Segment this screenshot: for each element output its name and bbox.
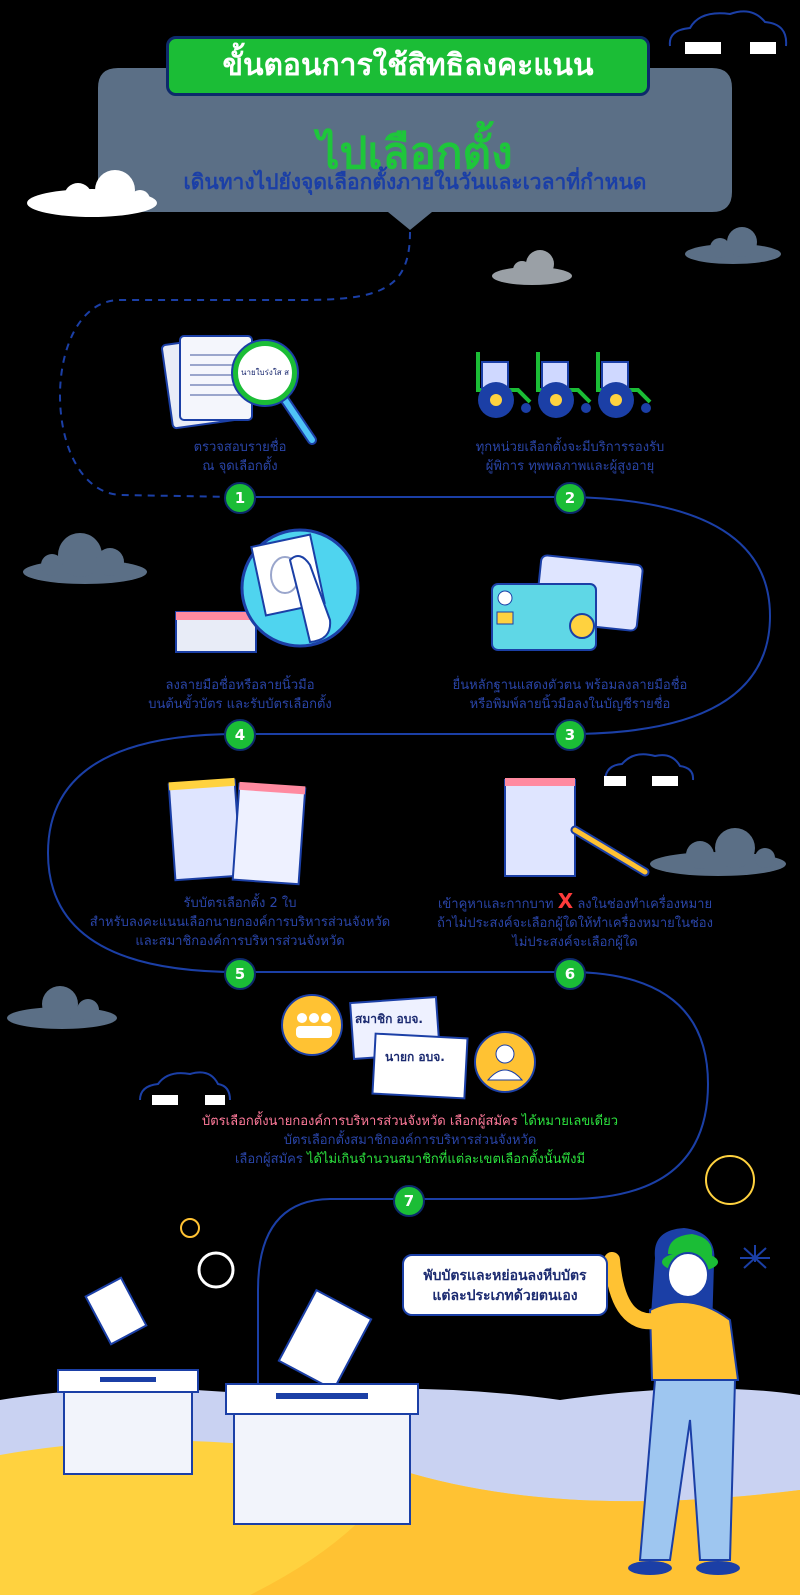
cloud-outline-icon	[139, 10, 788, 1101]
page-title: ขั้นตอนการใช้สิทธิลงคะแนน	[166, 36, 650, 96]
step-6-line: ถ้าไม่ประสงค์จะเลือกผู้ใดให้ทำเครื่องหมา…	[437, 916, 713, 931]
step-2-number: 2	[554, 482, 586, 514]
step-2-line: ผู้พิการ ทุพพลภาพและผู้สูงอายุ	[485, 459, 655, 474]
ballot-box-icon	[225, 1288, 419, 1525]
step-6-line-1: เข้าคูหาและกากบาท X ลงในช่องทำเครื่องหมา…	[410, 889, 740, 914]
card-member-label: สมาชิก อบจ.	[355, 1012, 423, 1026]
step-7-line-2: บัตรเลือกตั้งสมาชิกองค์การบริหารส่วนจังห…	[283, 1133, 537, 1148]
cloud-icon	[7, 986, 117, 1029]
step-5-line: และสมาชิกองค์การบริหารส่วนจังหวัด	[135, 934, 345, 949]
step-4-line: บนต้นขั้วบัตร และรับบัตรเลือกตั้ง	[148, 697, 332, 712]
step-6-text: ลงในช่องทำเครื่องหมาย	[577, 897, 713, 912]
id-card-icon	[491, 554, 644, 651]
step-6-number: 6	[554, 958, 586, 990]
route-path	[46, 496, 772, 1420]
document-magnifier-icon	[161, 334, 317, 445]
step-3-caption: ยื่นหลักฐานแสดงตัวตน พร้อมลงลายมือชื่อ ห…	[410, 676, 730, 714]
step-6-text: เข้าคูหาและกากบาท	[437, 897, 554, 912]
step-5-number: 5	[224, 958, 256, 990]
fingerprint-icon	[175, 528, 360, 653]
step-1-number: 1	[224, 482, 256, 514]
dashed-path	[59, 231, 411, 498]
group-icon	[281, 994, 343, 1056]
ballot-icon	[167, 777, 307, 886]
step-7-line-1: บัตรเลือกตั้งนายกองค์การบริหารส่วนจังหวั…	[150, 1112, 670, 1131]
cloud-icon	[685, 227, 781, 264]
magnifier-label: นายใบร่งใส ส	[241, 368, 290, 377]
step-5-line: สำหรับลงคะแนนเลือกนายกองค์การบริหารส่วนจ…	[89, 915, 391, 930]
cloud-icon	[492, 250, 572, 285]
step-1-line: ณ จุดเลือกตั้ง	[202, 459, 278, 474]
card-mayor-label: นายก อบจ.	[385, 1050, 445, 1064]
step-7-text: เลือกผู้สมัคร	[234, 1152, 303, 1167]
step-3-number: 3	[554, 719, 586, 751]
speech-line: แต่ละประเภทด้วยตนเอง	[432, 1288, 578, 1304]
step-6-caption: เข้าคูหาและกากบาท X ลงในช่องทำเครื่องหมา…	[410, 889, 740, 952]
person-icon	[474, 1031, 536, 1093]
step-5-caption: รับบัตรเลือกตั้ง 2 ใบ สำหรับลงคะแนนเลือก…	[60, 894, 420, 951]
step-1-line: ตรวจสอบรายชื่อ	[193, 440, 287, 455]
cloud-icon	[27, 170, 157, 217]
step-7-caption: บัตรเลือกตั้งนายกองค์การบริหารส่วนจังหวั…	[150, 1112, 670, 1169]
step-6-line: ไม่ประสงค์จะเลือกผู้ใด	[512, 935, 638, 950]
step-7-text: บัตรเลือกตั้งนายกองค์การบริหารส่วนจังหวั…	[201, 1114, 518, 1129]
step-4-number: 4	[224, 719, 256, 751]
step-7-highlight: ได้หมายเลขเดียว	[521, 1114, 619, 1129]
step-5-line: รับบัตรเลือกตั้ง 2 ใบ	[183, 896, 297, 911]
x-mark-icon: X	[557, 889, 574, 913]
step-4-line: ลงลายมือชื่อหรือลายนิ้วมือ	[165, 678, 315, 693]
speech-line: พับบัตรและหย่อนลงหีบบัตร	[423, 1268, 587, 1284]
step-3-line: หรือพิมพ์ลายนิ้วมือลงในบัญชีรายชื่อ	[469, 697, 671, 712]
wheelchair-icon	[536, 352, 592, 418]
step-2-line: ทุกหน่วยเลือกตั้งจะมีบริการรองรับ	[475, 440, 665, 455]
step-7-highlight: ได้ไม่เกินจำนวนสมาชิกที่แต่ละเขตเลือกตั้…	[307, 1152, 586, 1167]
woman-figure	[604, 1228, 740, 1575]
section-heading: ไปเลือกตั้ง	[317, 128, 513, 179]
ballot-pencil-icon	[504, 778, 650, 877]
speech-bubble: พับบัตรและหย่อนลงหีบบัตร แต่ละประเภทด้วย…	[402, 1254, 608, 1316]
ballot-box-icon	[57, 1276, 199, 1475]
cloud-icon	[23, 533, 147, 584]
step-3-line: ยื่นหลักฐานแสดงตัวตน พร้อมลงลายมือชื่อ	[452, 678, 688, 693]
step-7-line-3: เลือกผู้สมัคร ได้ไม่เกินจำนวนสมาชิกที่แต…	[150, 1150, 670, 1169]
header-panel	[98, 68, 732, 230]
wheelchair-icon	[476, 352, 532, 418]
sparkle-icon	[740, 1245, 770, 1269]
step-7-number: 7	[393, 1185, 425, 1217]
section-description: เดินทางไปยังจุดเลือกตั้งภายในวันและเวลาท…	[183, 170, 647, 194]
cloud-icon	[650, 828, 786, 876]
step-4-caption: ลงลายมือชื่อหรือลายนิ้วมือ บนต้นขั้วบัตร…	[110, 676, 370, 714]
step-1-caption: ตรวจสอบรายชื่อ ณ จุดเลือกตั้ง	[140, 438, 340, 476]
wheelchair-icon	[596, 352, 652, 418]
step-2-caption: ทุกหน่วยเลือกตั้งจะมีบริการรองรับ ผู้พิก…	[420, 438, 720, 476]
